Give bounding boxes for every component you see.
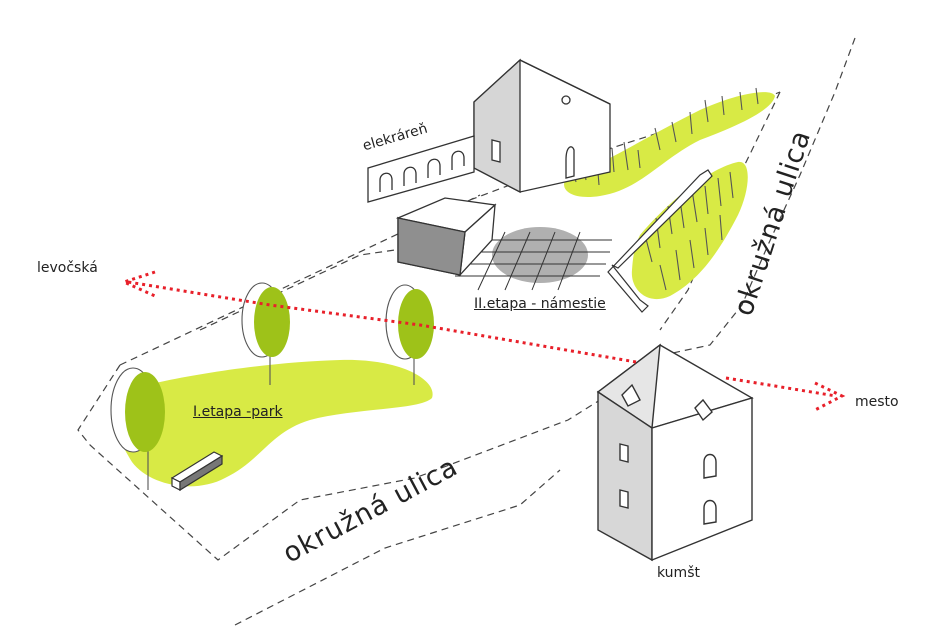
label-stage-2-square: II.etapa - námestie <box>474 296 606 312</box>
kumst-tower <box>596 343 754 562</box>
pavilion-block <box>395 197 497 277</box>
square-paving <box>455 227 612 291</box>
tree-3 <box>385 284 434 385</box>
grass-strokes <box>571 87 759 291</box>
curved-bench <box>607 169 713 313</box>
park-bench <box>170 451 224 492</box>
route-mesto <box>725 376 837 398</box>
trees <box>110 282 434 490</box>
tree-1 <box>110 367 165 490</box>
label-levocska: levočská <box>37 260 98 276</box>
street-lower-edge <box>234 469 561 626</box>
park-green-area <box>111 359 433 487</box>
route-levocska-arrowhead <box>119 270 156 298</box>
tree-2 <box>241 282 290 385</box>
power-station-wall <box>367 135 475 203</box>
street-boundaries <box>77 37 856 626</box>
label-stage-1-park: I.etapa -park <box>193 404 283 420</box>
square-green-strip <box>564 92 775 198</box>
pedestrian-routes <box>119 270 846 412</box>
label-mesto: mesto <box>855 394 899 410</box>
power-station-building <box>473 58 611 194</box>
street-right-edge-outer <box>639 37 856 361</box>
square-green-blob <box>631 161 748 300</box>
route-mesto-arrowhead <box>814 381 846 412</box>
label-kumst: kumšt <box>657 565 700 581</box>
route-levocska <box>127 280 637 364</box>
